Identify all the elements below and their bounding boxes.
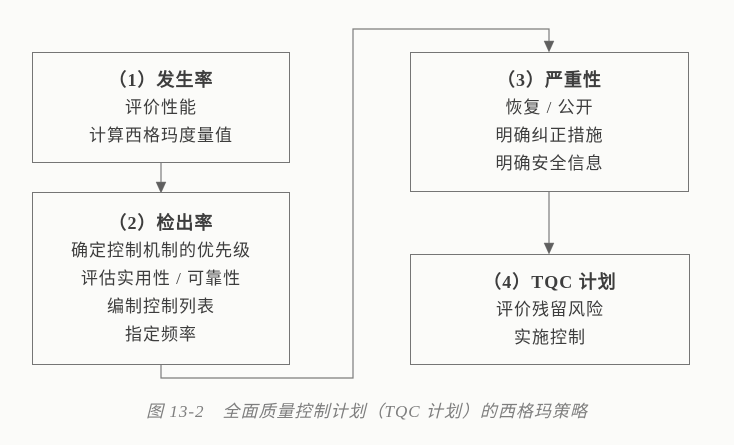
box-occurrence-title: （1）发生率 (108, 69, 214, 90)
box-detection-title: （2）检出率 (108, 212, 214, 233)
box-detection-line: 确定控制机制的优先级 (71, 240, 251, 260)
box-occurrence-line: 计算西格玛度量值 (89, 125, 233, 145)
box-severity-line: 恢复 / 公开 (505, 98, 594, 117)
box-severity-line: 明确安全信息 (495, 154, 604, 173)
box-tqc-plan-line: 评价残留风险 (496, 299, 604, 319)
box-tqc-plan-title: （4）TQC 计划 (483, 271, 617, 292)
box-detection-line: 指定频率 (125, 324, 197, 344)
connector-detection-to-severity (160, 28, 550, 379)
box-detection-line: 评估实用性 / 可靠性 (80, 268, 242, 288)
box-occurrence: （1）发生率 评价性能 计算西格玛度量值 (32, 52, 290, 163)
arrowhead-severity-to-plan (543, 242, 555, 255)
box-detection-line: 编制控制列表 (107, 296, 215, 316)
box-severity-title: （3）严重性 (497, 70, 602, 90)
box-occurrence-line: 评价性能 (125, 97, 197, 117)
box-tqc-plan: （4）TQC 计划 评价残留风险 实施控制 (410, 254, 690, 365)
box-tqc-plan-line: 实施控制 (514, 327, 586, 347)
arrowhead-detection-to-severity (543, 40, 555, 53)
box-severity-line: 明确纠正措施 (495, 126, 604, 145)
figure-caption: 图 13-2 全面质量控制计划（TQC 计划）的西格玛策略 (146, 402, 588, 421)
box-detection: （2）检出率 确定控制机制的优先级 评估实用性 / 可靠性 编制控制列表 指定频… (32, 192, 290, 365)
arrowhead-occurrence-to-detection (155, 181, 167, 194)
box-severity: （3）严重性 恢复 / 公开 明确纠正措施 明确安全信息 (410, 52, 689, 192)
